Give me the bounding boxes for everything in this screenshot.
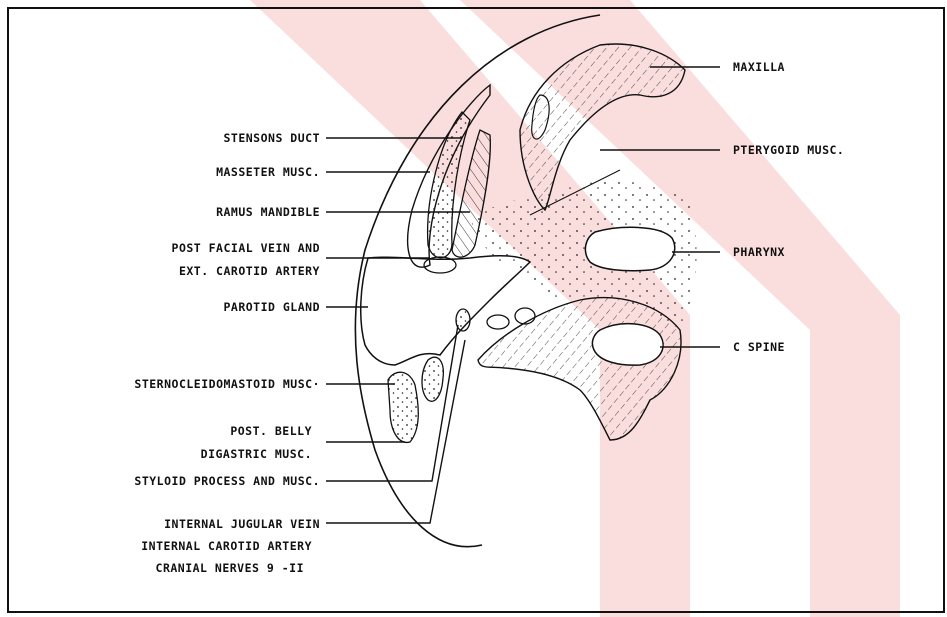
internal-jugular-oval [515, 308, 535, 324]
digastric-shape [422, 357, 443, 401]
label-ext-carotid-artery: EXT. CAROTID ARTERY [100, 264, 320, 278]
label-internal-carotid-artery: INTERNAL CAROTID ARTERY [40, 539, 312, 553]
label-sternocleidomastoid: STERNOCLEIDOMASTOID MUSC· [20, 377, 320, 391]
label-pharynx: PHARYNX [733, 245, 785, 259]
pharynx-shape [585, 227, 674, 270]
label-pterygoid: PTERYGOID MUSC. [733, 143, 844, 157]
label-internal-jugular-vein: INTERNAL JUGULAR VEIN [40, 517, 320, 531]
label-masseter: MASSETER MUSC. [140, 165, 320, 179]
c-spine-shape [592, 324, 663, 365]
label-styloid-process: STYLOID PROCESS AND MUSC. [20, 474, 320, 488]
label-digastric-musc: DIGASTRIC MUSC. [100, 447, 312, 461]
label-c-spine: C SPINE [733, 340, 785, 354]
label-cranial-nerves: CRANIAL NERVES 9 -II [40, 561, 304, 575]
sternocleidomastoid-shape [388, 372, 418, 442]
label-maxilla: MAXILLA [733, 60, 785, 74]
label-post-belly: POST. BELLY [100, 424, 312, 438]
label-post-facial-vein: POST FACIAL VEIN AND [100, 241, 320, 255]
label-stensons-duct: STENSONS DUCT [140, 131, 320, 145]
label-parotid-gland: PAROTID GLAND [140, 300, 320, 314]
internal-carotid-oval [487, 315, 509, 329]
label-ramus-mandible: RAMUS MANDIBLE [140, 205, 320, 219]
